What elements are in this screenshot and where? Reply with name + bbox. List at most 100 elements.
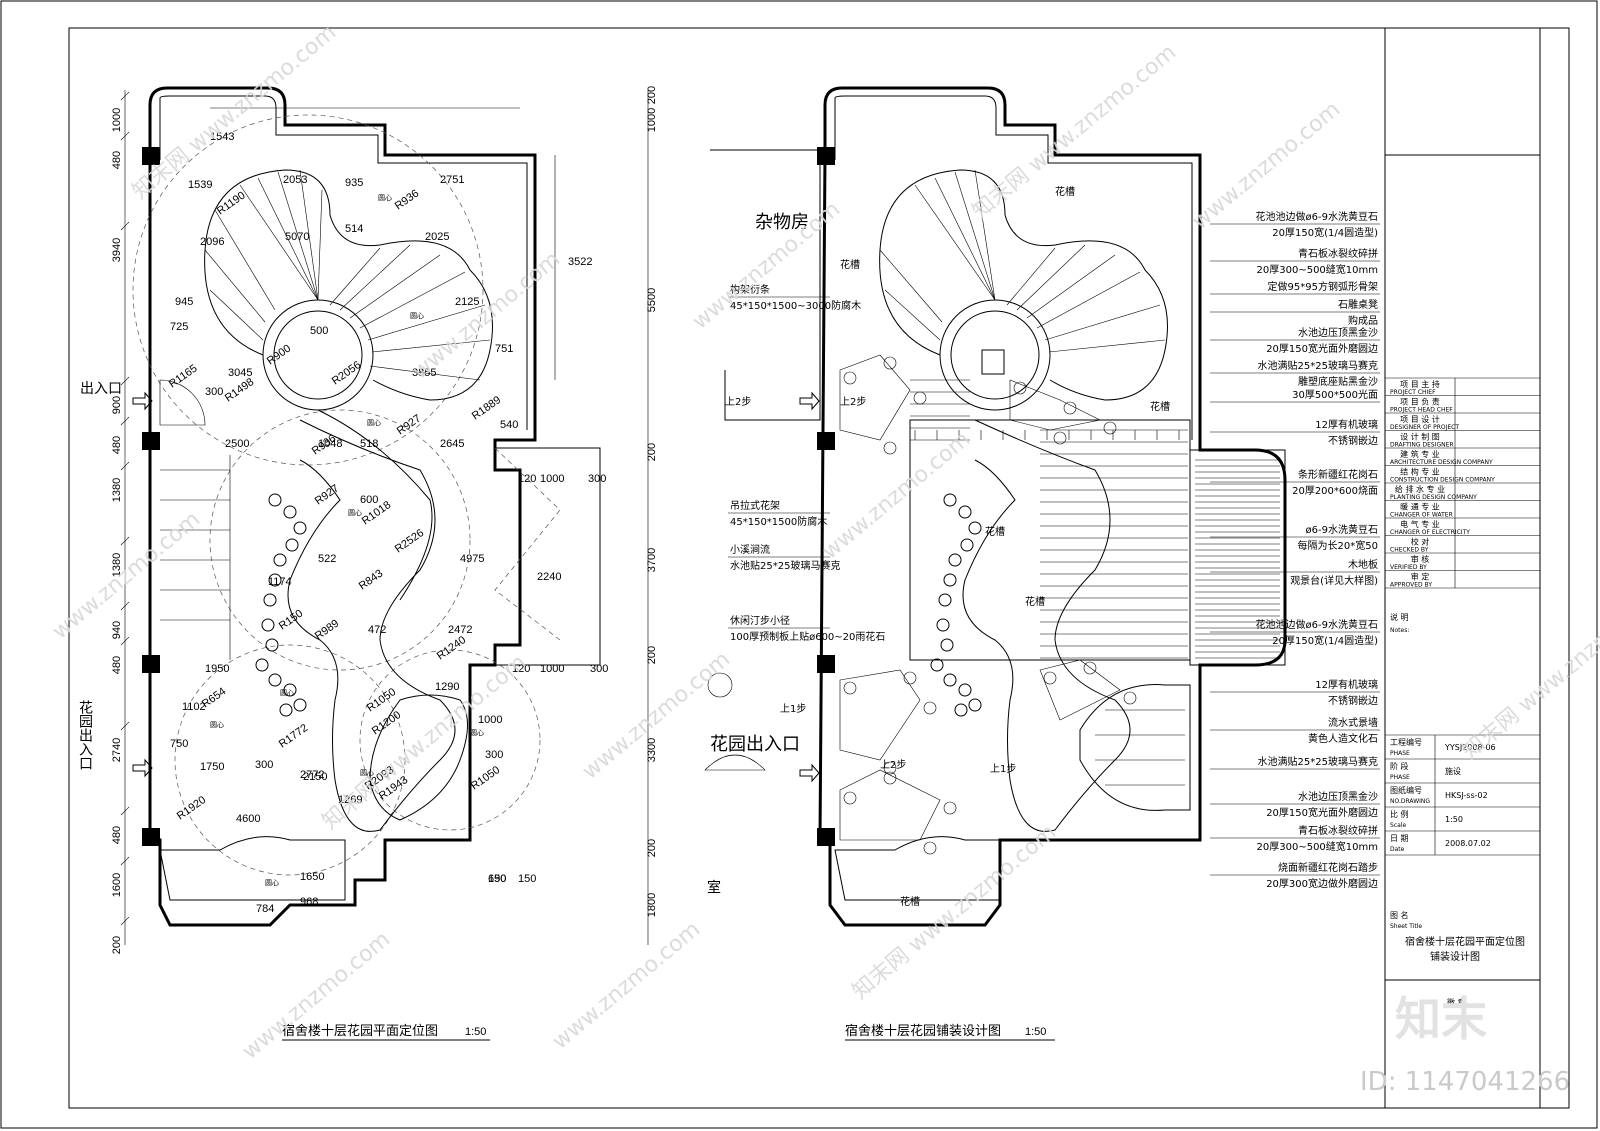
dimension-value: 2751: [440, 174, 464, 186]
callout-left-line2: 水池贴25*25玻璃马赛克: [730, 559, 840, 572]
left-plan: [124, 86, 601, 945]
entrance-arrow-1: [132, 391, 153, 411]
left-plan-title: 宿舍楼十层花园平面定位图: [282, 1023, 438, 1039]
dimension-value: 150: [488, 873, 506, 885]
dim-tick: [120, 131, 130, 141]
guide-circle-4: [359, 649, 541, 831]
center-pool-inner-right: [950, 310, 1040, 400]
callout-right-line1: 12厚有机玻璃: [1315, 678, 1378, 691]
callouts-right: 花池池边做ø6-9水洗黄豆石20厚150宽(1/4圆造型)青石板冰裂纹碎拼20厚…: [1210, 210, 1380, 890]
umbrella-symbol: [704, 754, 766, 771]
dimension-value: 4600: [236, 813, 260, 825]
guide-circle-2: [209, 409, 471, 671]
tb-role-cn: 审 核: [1411, 554, 1430, 564]
tb-role-en: CONSTRUCTION DESIGN COMPANY: [1390, 477, 1495, 484]
right-dim-value: 1000: [646, 108, 658, 132]
callout-right-line1: 30厚500*500光面: [1292, 388, 1378, 401]
callout-right-line1: 花池池边做ø6-9水洗黄豆石: [1256, 210, 1378, 223]
stepping-stones-left: [255, 493, 307, 717]
dimension-value: 1000: [540, 473, 564, 485]
dimension-value: 540: [500, 419, 518, 431]
callout-left-line2: 45*150*1500~3000防腐木: [730, 299, 861, 312]
dimension-value: 945: [175, 296, 193, 308]
radius-label: R1772: [277, 722, 310, 750]
dimension-value: 1000: [540, 663, 564, 675]
site-watermark: 知末网 www.znzmo.com: [848, 820, 1061, 1005]
left-dim-value: 1380: [111, 553, 123, 577]
tb-role-cn: 项 目 负 责: [1400, 397, 1440, 407]
tb-info-value: 2008.07.02: [1445, 839, 1491, 848]
dim-tick: [120, 916, 130, 926]
callout-right-line1: 青石板冰裂纹碎拼: [1298, 824, 1378, 837]
tb-info-label-en: PHASE: [1390, 774, 1410, 781]
dimension-value: 1950: [205, 663, 229, 675]
dim-tick: [120, 376, 130, 386]
callout-right-line1: 流水式景墙: [1328, 716, 1378, 729]
left-dim-value: 1000: [111, 108, 123, 132]
dimension-value: 120: [512, 663, 530, 675]
garden-entrance-label: 花园出入口: [710, 734, 800, 755]
tb-role-cn: 审 定: [1411, 572, 1430, 582]
left-dim-value: 2740: [111, 738, 123, 762]
dimension-value: 2472: [448, 624, 472, 636]
callout-right-line2: 观景台(详见大样图): [1290, 574, 1378, 587]
entrance-arrow-r1: [799, 391, 820, 411]
right-plan: [647, 86, 1287, 945]
site-watermark: www.znzmo.com: [238, 927, 395, 1065]
dimension-value: 2150: [303, 771, 327, 783]
left-dim-value: 940: [111, 621, 123, 639]
brick-hatch: [910, 379, 1188, 659]
site-watermark: 知末网 www.znzmo.com: [318, 650, 531, 835]
dimension-value: 5070: [285, 231, 309, 243]
planter-label-6: 花槽: [900, 895, 920, 908]
dimension-value: 1290: [435, 681, 459, 693]
dimension-value: 968: [300, 896, 318, 908]
callout-left-line1: 小溪涧流: [730, 543, 770, 556]
dimension-value: 1269: [338, 794, 362, 806]
lower-planter-right: [834, 836, 1001, 901]
right-plan-scale: 1:50: [1025, 1026, 1046, 1038]
dimension-value: 500: [310, 325, 328, 337]
dim-tick: [120, 221, 130, 231]
callout-right-line1: 条形新疆红花岗石: [1298, 468, 1378, 481]
sheet-title-label: 图 名: [1390, 910, 1409, 920]
step-label-5: 上1步: [990, 763, 1016, 775]
radius-label: R843: [357, 568, 385, 593]
dim-tick: [120, 536, 130, 546]
radius-label: R1498: [223, 376, 256, 404]
column-r2: [817, 432, 835, 450]
callout-left-line2: 45*150*1500防腐木: [730, 515, 827, 528]
dimension-value: 1750: [200, 761, 224, 773]
callout-right-line2: 20厚300宽边做外磨圆边: [1266, 877, 1378, 890]
left-dim-value: 900: [111, 396, 123, 414]
tb-info-value: HKSJ-ss-02: [1445, 791, 1488, 800]
left-dim-value: 480: [111, 826, 123, 844]
dimension-value: 1174: [268, 576, 292, 588]
dimension-value: 784: [256, 903, 274, 915]
site-watermark: www.znzmo.com: [818, 427, 975, 565]
dimension-value: 1539: [188, 179, 212, 191]
tb-role-cn: 设 计 制 图: [1400, 432, 1440, 442]
tb-info-value: 1:50: [1445, 815, 1463, 824]
radius-label: R1190: [215, 189, 248, 217]
guide-circle-3: [174, 644, 406, 876]
tb-role-en: PLANTING DESIGN COMPANY: [1390, 494, 1477, 501]
tb-role-cn: 电 气 专 业: [1400, 519, 1440, 529]
dimension-value: 300: [205, 386, 223, 398]
center-pool-inner-left: [273, 310, 363, 400]
column-4: [142, 828, 160, 846]
callout-left-line2: 100厚预制板上贴ø600~20雨花石: [730, 630, 885, 643]
tb-info-label-en: PHASE: [1390, 750, 1410, 757]
tb-info-label: 日 期: [1390, 834, 1409, 843]
tb-role-cn: 校 对: [1411, 537, 1430, 547]
dimension-value: 300: [255, 759, 273, 771]
deck-hatch: [1195, 459, 1280, 659]
flower-symbol: [707, 672, 733, 698]
callout-right-line1: 花池池边做ø6-9水洗黄豆石: [1256, 618, 1378, 631]
column-r1: [817, 147, 835, 165]
column-3: [142, 655, 160, 673]
tb-role-cn: 暖 通 专 业: [1400, 502, 1440, 512]
callout-right-line2: 20厚300~500缝宽10mm: [1257, 263, 1378, 276]
